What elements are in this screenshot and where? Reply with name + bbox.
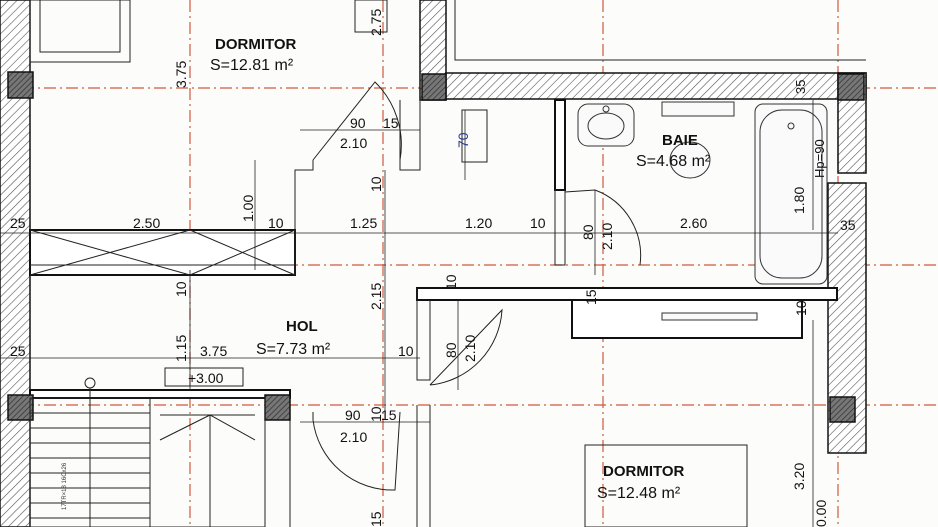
window-top-left: [29, 0, 131, 63]
doors: [312, 81, 642, 491]
stair-label: 17TR×18 16Cx26: [62, 462, 68, 510]
drain-icon: [787, 122, 795, 130]
dim-10-a: 10: [368, 176, 384, 192]
room-name-baie: BAIE: [662, 132, 698, 149]
dim-320: 3.20: [791, 463, 807, 490]
dim-260: 2.60: [680, 215, 707, 231]
dim-210-b: 2.10: [599, 223, 615, 250]
shaft: [461, 109, 488, 163]
room-area-baie: S=4.68 m²: [636, 153, 711, 170]
dim-210-c: 2.10: [462, 335, 478, 362]
room-area-dormitor-bottom: S=12.48 m²: [597, 485, 681, 502]
columns: [7, 71, 865, 423]
dim-10-b: 10: [268, 215, 284, 231]
stairs: [29, 377, 266, 527]
dim-10-d: 10: [173, 281, 189, 297]
dim-25-b: 25: [10, 343, 26, 359]
dim-210-d: 2.10: [340, 429, 367, 445]
toilet-tank: [661, 101, 735, 117]
faucet: [602, 105, 610, 113]
dim-10-c: 10: [530, 215, 546, 231]
toilet-bowl: [669, 141, 711, 179]
dim-90-a: 90: [350, 115, 366, 131]
room-name-dormitor-top: DORMITOR: [215, 36, 297, 53]
dim-80-a: 80: [580, 224, 596, 240]
dim-215: 2.15: [368, 283, 384, 310]
room-area-dormitor-top: S=12.81 m²: [210, 57, 294, 74]
dim-35-top: 35: [793, 80, 808, 94]
room-area-hol: S=7.73 m²: [256, 341, 331, 358]
dim-10-g: 10: [398, 343, 414, 359]
wardrobe-bottom: [584, 444, 748, 527]
dim-125: 1.25: [350, 215, 377, 231]
dim-70: 70: [455, 132, 471, 148]
bathtub-height-label: Hp=90: [812, 139, 827, 178]
dim-375-mid: 3.75: [200, 343, 227, 359]
dim-25-a: 25: [10, 215, 26, 231]
dim-80-b: 80: [443, 342, 459, 358]
dim-15-c: 15: [381, 407, 397, 423]
room-name-hol: HOL: [286, 318, 318, 335]
dim-115: 1.15: [173, 335, 189, 362]
bathroom-fixtures: [461, 101, 828, 285]
dim-10-h: 10: [368, 406, 384, 422]
dim-15-bottom: 15: [368, 511, 384, 527]
dimension-lines: [0, 100, 838, 527]
dim-375-top: 3.75: [173, 61, 189, 88]
dim-250: 2.50: [133, 215, 160, 231]
dim-15-a: 15: [383, 115, 399, 131]
dim-275: 2.75: [368, 9, 384, 36]
level-marker: +3.00: [188, 370, 224, 386]
room-name-dormitor-bottom: DORMITOR: [603, 463, 685, 480]
top-shelf: [354, 0, 388, 33]
dim-180: 1.80: [791, 187, 807, 214]
bathtub-basin: [759, 109, 823, 279]
dim-15-b: 15: [583, 289, 599, 305]
dim-35-b: 35: [840, 217, 856, 233]
dim-210-a: 2.10: [340, 135, 367, 151]
dim-10-f: 10: [793, 300, 809, 316]
dim-000: 0.00: [813, 500, 829, 527]
dim-100: 1.00: [240, 195, 256, 222]
dim-90-b: 90: [345, 407, 361, 423]
level-marker-box: [164, 367, 244, 387]
dim-120: 1.20: [465, 215, 492, 231]
sink-bowl: [587, 112, 625, 140]
dim-10-e: 10: [443, 274, 459, 290]
